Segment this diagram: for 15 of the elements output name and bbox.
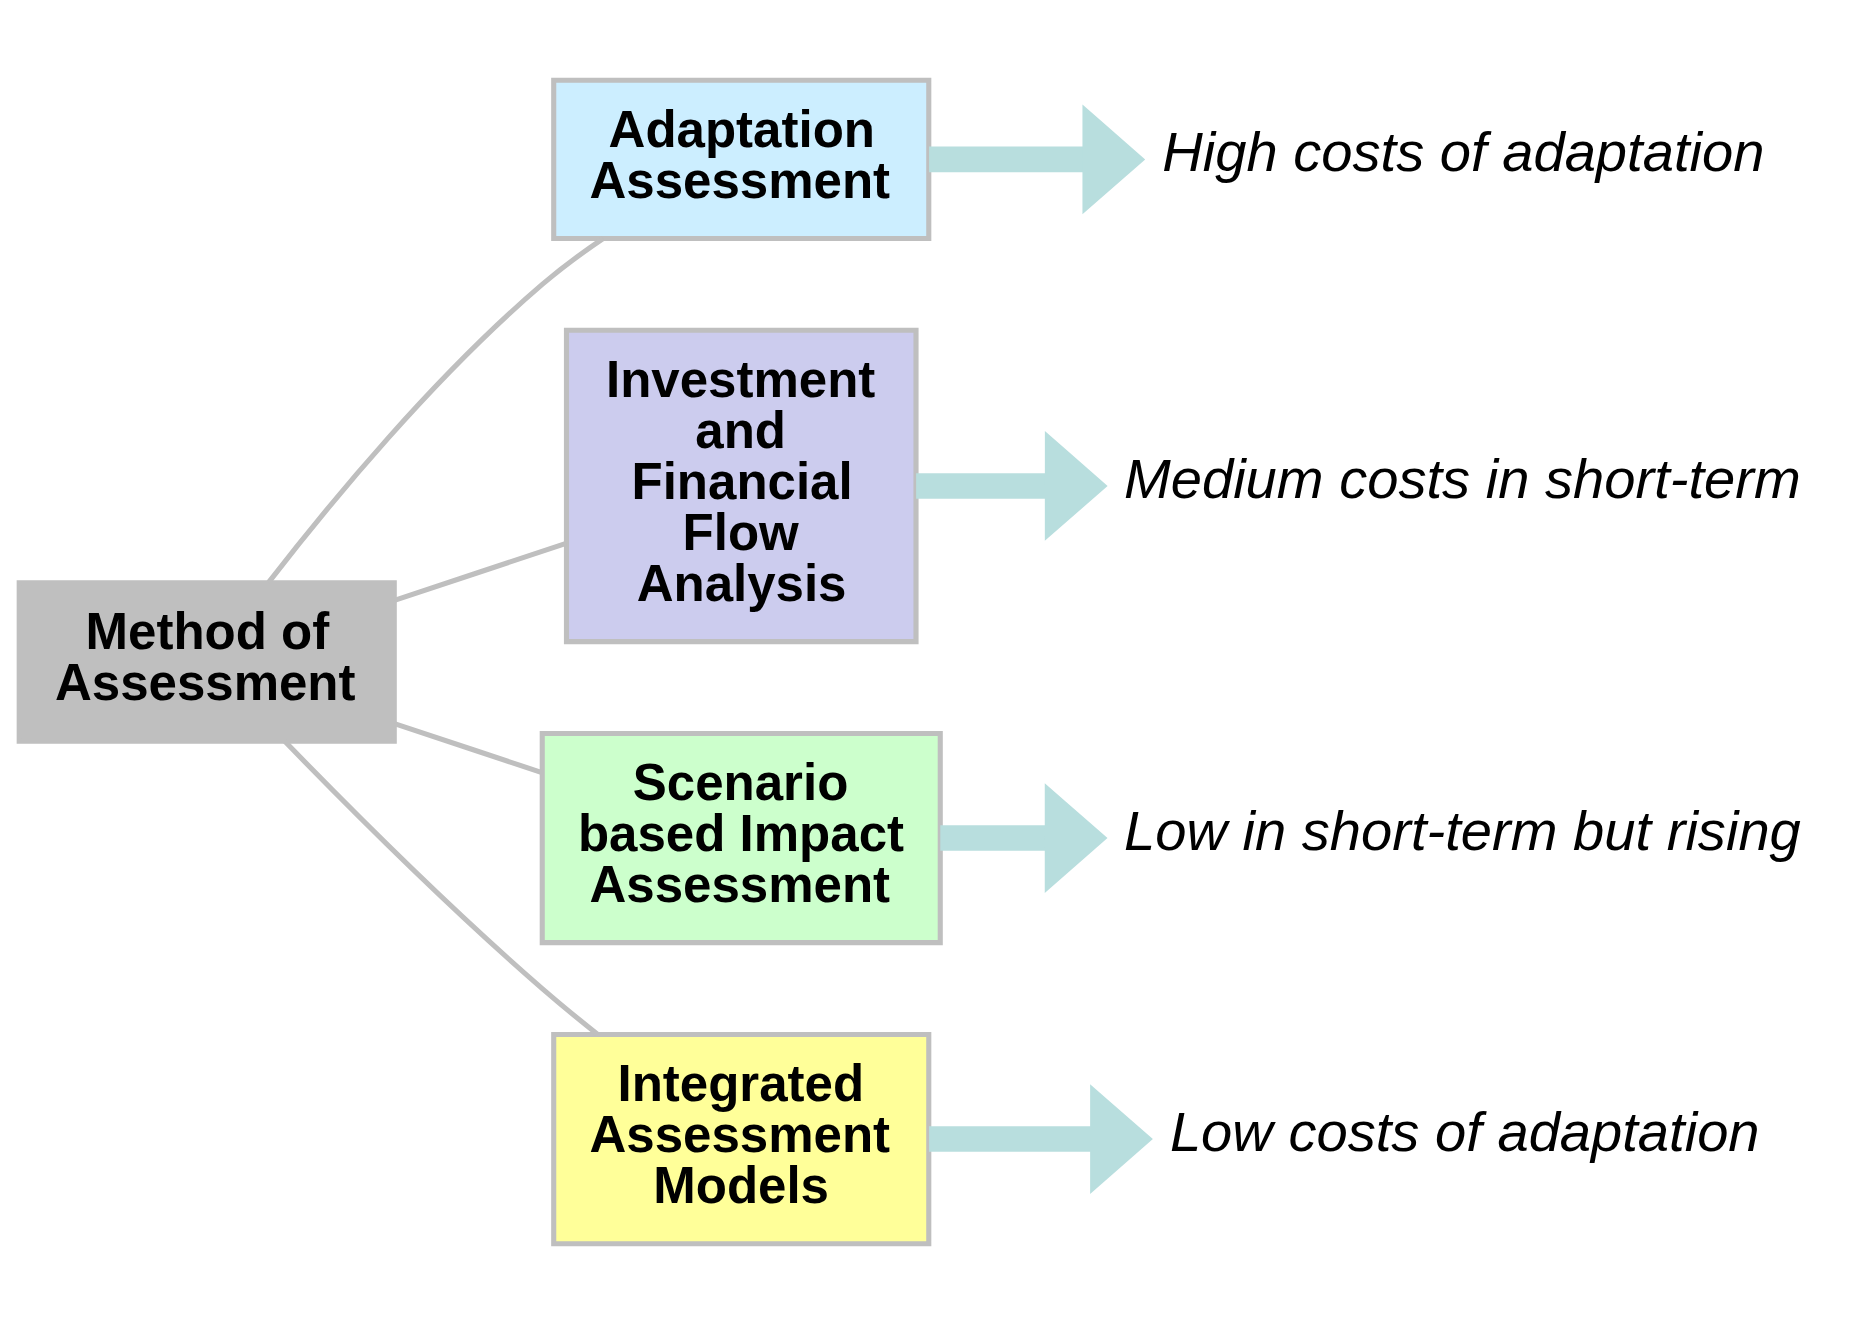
node-text: Medium costs in short-term: [1123, 446, 1801, 510]
arrow: [915, 431, 1108, 541]
arrow: [928, 1084, 1153, 1194]
node-text: Low in short-term but rising: [1123, 798, 1801, 862]
node-text: Low costs of adaptation: [1169, 1099, 1760, 1163]
arrow: [928, 104, 1145, 215]
node-box: Integrated Assessment Models: [550, 1031, 931, 1247]
node-box: Adaptation Assessment: [550, 77, 931, 241]
arrow: [939, 783, 1107, 893]
node-box: Scenario based Impact Assessment: [539, 730, 943, 946]
node-box: Investment and Financial Flow Analysis: [563, 327, 919, 645]
connector: [393, 540, 567, 603]
node-text: High costs of adaptation: [1161, 120, 1764, 184]
connector: [393, 721, 543, 776]
node-box: Method of Assessment: [16, 580, 397, 744]
